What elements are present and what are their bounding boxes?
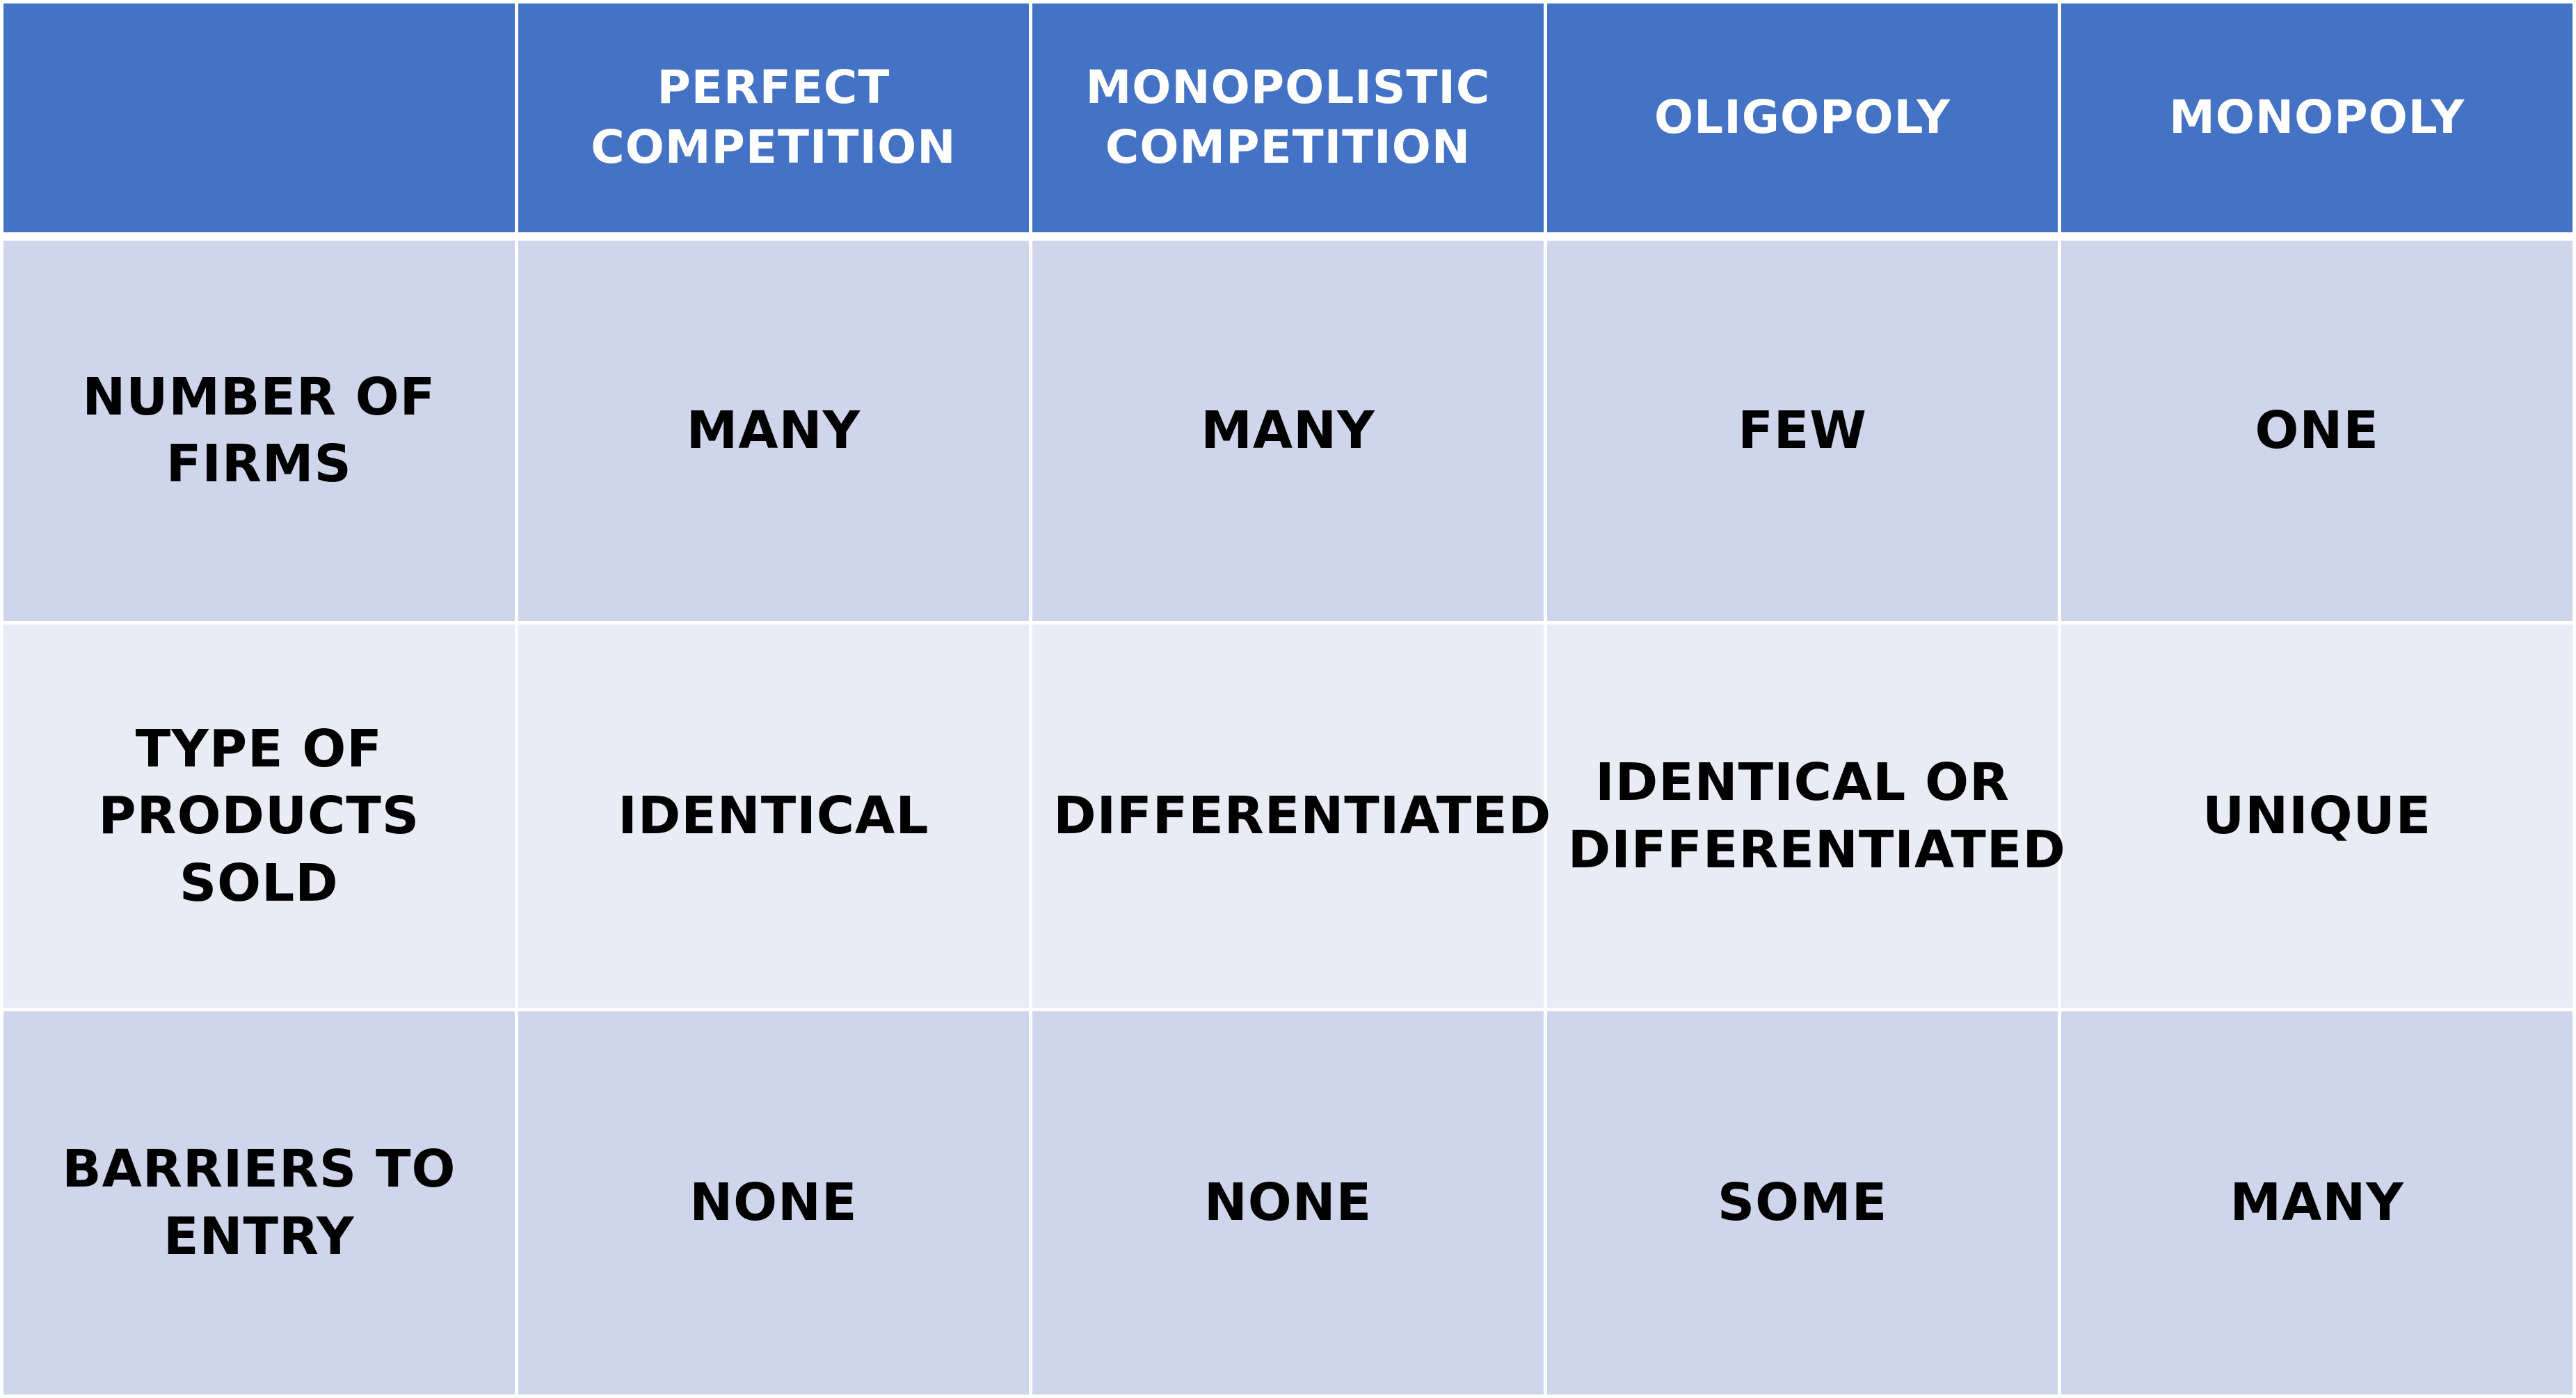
table-cell: MANY bbox=[514, 234, 1033, 625]
table-cell: FEW bbox=[1543, 234, 2062, 625]
table-cell: DIFFERENTIATED bbox=[1029, 621, 1551, 1011]
table-cell: NONE bbox=[1029, 1008, 1547, 1398]
table-cell: SOME bbox=[1543, 1008, 2062, 1398]
header-corner-cell bbox=[0, 0, 518, 241]
table-cell: ONE bbox=[2058, 234, 2576, 625]
table-cell: IDENTICAL OR DIFFERENTIATED bbox=[1543, 621, 2065, 1011]
table-cell: MANY bbox=[2058, 1008, 2576, 1398]
header-perfect-competition: PERFECT COMPETITION bbox=[514, 0, 1033, 241]
table-cell: MANY bbox=[1029, 234, 1547, 625]
table-cell: IDENTICAL bbox=[514, 621, 1033, 1011]
header-monopolistic-competition: MONOPOLISTIC COMPETITION bbox=[1029, 0, 1547, 241]
row-label-number-of-firms: NUMBER OF FIRMS bbox=[0, 234, 518, 625]
table-cell: NONE bbox=[514, 1008, 1033, 1398]
table-header-row: PERFECT COMPETITION MONOPOLISTIC COMPETI… bbox=[0, 0, 2576, 241]
table-row: NUMBER OF FIRMS MANY MANY FEW ONE bbox=[0, 234, 2576, 625]
row-label-barriers-to-entry: BARRIERS TO ENTRY bbox=[0, 1008, 518, 1398]
header-oligopoly: OLIGOPOLY bbox=[1543, 0, 2062, 241]
table-row: TYPE OF PRODUCTS SOLD IDENTICAL DIFFEREN… bbox=[0, 621, 2576, 1011]
row-label-type-of-products-sold: TYPE OF PRODUCTS SOLD bbox=[0, 621, 518, 1011]
table-row: BARRIERS TO ENTRY NONE NONE SOME MANY bbox=[0, 1008, 2576, 1398]
header-monopoly: MONOPOLY bbox=[2058, 0, 2576, 241]
table-cell: UNIQUE bbox=[2058, 621, 2576, 1011]
